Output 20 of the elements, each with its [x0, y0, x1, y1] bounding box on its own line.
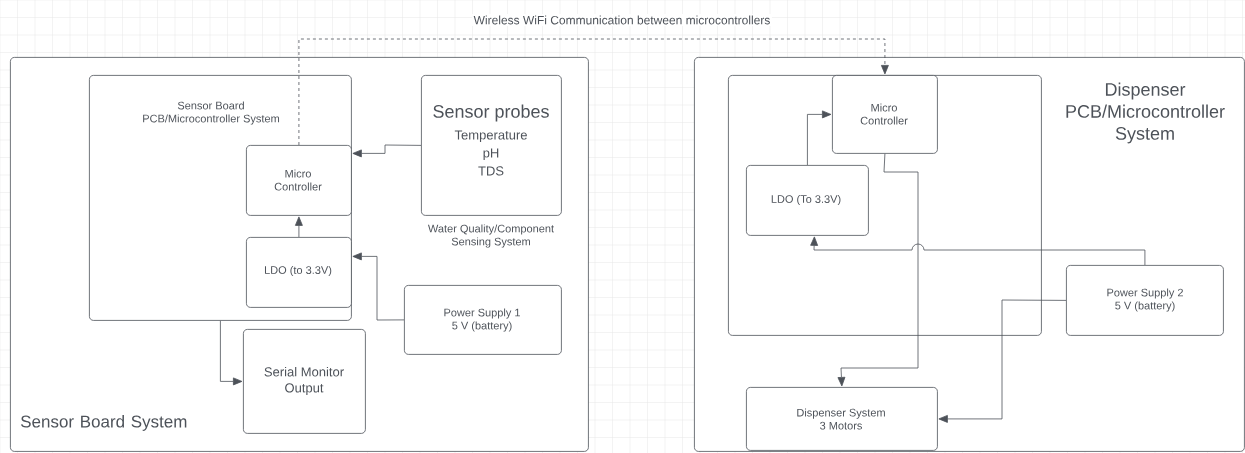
block-box: LDO (To 3.3V): [746, 165, 869, 236]
arrow: [220, 320, 243, 386]
block-box: Micro Controller: [832, 75, 938, 154]
arrow: [807, 110, 832, 166]
arrow: [352, 144, 422, 158]
arrow: [295, 216, 303, 238]
arrow: [810, 236, 1146, 266]
block-box: LDO (to 3.3V): [246, 237, 352, 308]
arrow: [352, 252, 405, 321]
sensor-box: Sensor probes Temperature pH TDS Water Quality/Component Sensing System: [421, 75, 562, 248]
block-box: Micro Controller: [246, 145, 352, 216]
node-label: Water Quality/Component Sensing System: [427, 224, 554, 248]
block-box: Power Supply 2 5 V (battery): [1066, 265, 1224, 336]
edge-label: Wireless WiFi Communication between microcontrollers: [472, 14, 772, 26]
block-box: Power Supply 1 5 V (battery): [404, 285, 562, 355]
block-box: Serial Monitor Output: [243, 329, 366, 434]
arrow: [938, 299, 1067, 423]
block-box: Dispenser System 3 Motors: [746, 387, 938, 451]
arrow: [837, 153, 919, 387]
dashed-arrow: [298, 38, 889, 146]
